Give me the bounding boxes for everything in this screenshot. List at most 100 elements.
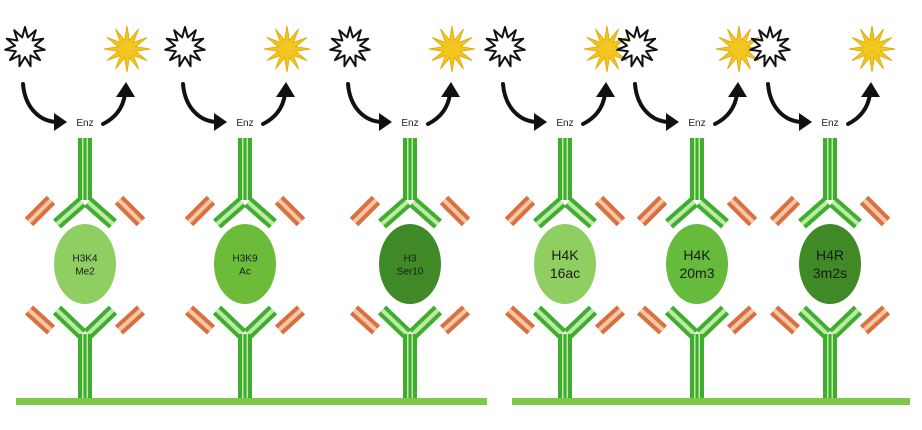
product-star-filled-icon (428, 25, 476, 73)
fab-fragment (594, 305, 626, 335)
histone-mark-label-line: 16ac (550, 265, 580, 281)
curved-arrow-down-icon (346, 82, 392, 131)
detection-antibody-arm-left (53, 197, 86, 229)
histone-mark-label-line: H3K9 (232, 254, 257, 265)
fab-fragment (24, 305, 56, 335)
detection-antibody-stem (403, 138, 417, 200)
histone-mark-label-line: H4K (683, 247, 711, 263)
histone-mark-ellipse (666, 224, 728, 304)
curved-arrow-down-icon (181, 82, 227, 131)
capture-antibody-arm-left (532, 305, 567, 339)
histone-mark-label: H4K 20m3 (679, 247, 714, 281)
detection-antibody-arm-right (696, 197, 729, 229)
histone-mark-label-line: H3K4 (72, 254, 97, 265)
detection-antibody-stem (690, 138, 704, 200)
curved-arrow-up-icon (426, 82, 460, 126)
fab-fragment (114, 305, 146, 335)
curved-arrow-up-icon (713, 82, 747, 126)
fab-fragment (349, 305, 381, 335)
curved-arrow-up-icon (581, 82, 615, 126)
fab-fragment (636, 195, 668, 227)
curved-arrow-up-icon (846, 82, 880, 126)
fab-fragment (184, 195, 216, 227)
histone-mark-ellipse (379, 224, 441, 304)
detection-antibody-arm-left (665, 197, 698, 229)
enzyme-label: Enz (821, 118, 838, 129)
substrate-star-outline-icon (749, 26, 791, 68)
histone-mark-ellipse (54, 224, 116, 304)
detection-antibody-arm-left (378, 197, 411, 229)
fab-fragment (114, 195, 146, 227)
fab-fragment (349, 195, 381, 227)
histone-mark-ellipse (214, 224, 276, 304)
fab-fragment (184, 305, 216, 335)
histone-mark-label: H4R 3m2s (813, 247, 847, 281)
product-star-filled-icon (715, 25, 763, 73)
curved-arrow-down-icon (766, 82, 812, 131)
enzyme-label: Enz (236, 118, 253, 129)
histone-mark-label-line: H4R (816, 247, 844, 263)
detection-antibody-arm-left (798, 197, 831, 229)
capture-antibody-stem (78, 334, 92, 400)
histone-mark-label-line: 20m3 (679, 265, 714, 281)
capture-antibody-stem (238, 334, 252, 400)
histone-mark-label-line: Ac (239, 267, 251, 278)
capture-antibody-arm-left (664, 305, 699, 339)
plate-surface (512, 398, 910, 405)
substrate-star-outline-icon (4, 26, 46, 68)
detection-antibody-stem (558, 138, 572, 200)
substrate-star-outline-icon (164, 26, 206, 68)
histone-mark-label-line: H3 (404, 254, 417, 265)
product-star-filled-icon (583, 25, 631, 73)
enzyme-label: Enz (76, 118, 93, 129)
histone-mark-label-line: 3m2s (813, 265, 847, 281)
fab-fragment (274, 305, 306, 335)
fab-fragment (769, 195, 801, 227)
enzyme-label: Enz (556, 118, 573, 129)
capture-antibody-stem (403, 334, 417, 400)
fab-fragment (439, 305, 471, 335)
detection-antibody-arm-right (409, 197, 442, 229)
curved-arrow-up-icon (101, 82, 135, 126)
histone-mark-ellipse (799, 224, 861, 304)
enzyme-label: Enz (688, 118, 705, 129)
detection-antibody-arm-left (533, 197, 566, 229)
capture-antibody-arm-left (377, 305, 412, 339)
fab-fragment (636, 305, 668, 335)
fab-fragment (594, 195, 626, 227)
fab-fragment (726, 305, 758, 335)
capture-antibody-stem (823, 334, 837, 400)
capture-antibody-arm-right (695, 305, 730, 339)
product-star-filled-icon (848, 25, 896, 73)
substrate-star-outline-icon (484, 26, 526, 68)
capture-antibody-arm-left (212, 305, 247, 339)
substrate-star-outline-icon (329, 26, 371, 68)
curved-arrow-up-icon (261, 82, 295, 126)
product-star-filled-icon (103, 25, 151, 73)
capture-antibody-stem (690, 334, 704, 400)
fab-fragment (859, 195, 891, 227)
capture-antibody-arm-right (243, 305, 278, 339)
detection-antibody-arm-left (213, 197, 246, 229)
fab-fragment (504, 195, 536, 227)
fab-fragment (24, 195, 56, 227)
capture-antibody-arm-left (52, 305, 87, 339)
curved-arrow-down-icon (21, 82, 67, 131)
histone-mark-ellipse (534, 224, 596, 304)
enzyme-label: Enz (401, 118, 418, 129)
detection-antibody-arm-right (84, 197, 117, 229)
substrate-star-outline-icon (616, 26, 658, 68)
fab-fragment (274, 195, 306, 227)
histone-mark-label-line: Me2 (75, 267, 95, 278)
product-star-filled-icon (263, 25, 311, 73)
fab-fragment (504, 305, 536, 335)
fab-fragment (726, 195, 758, 227)
